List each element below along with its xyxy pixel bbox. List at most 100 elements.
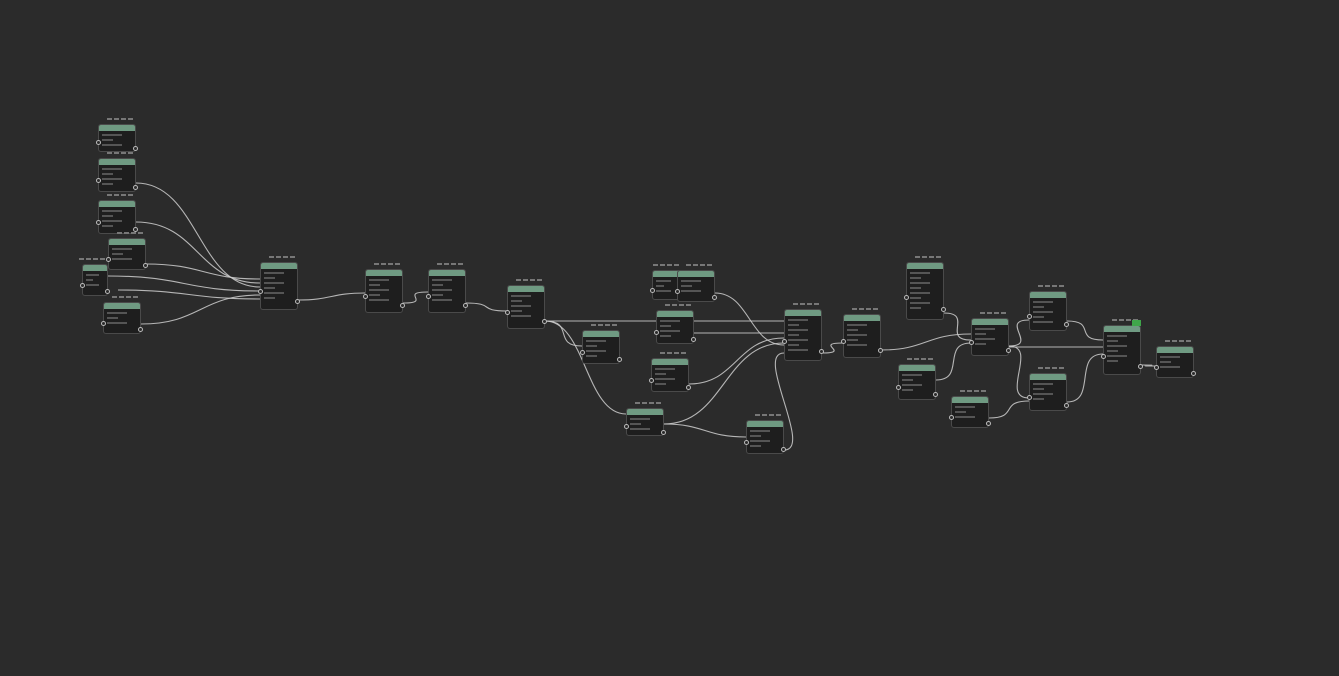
input-port[interactable] <box>96 220 101 225</box>
node-toolbar-icon[interactable] <box>612 324 617 326</box>
node-toolbar-icon[interactable] <box>290 256 295 258</box>
output-port[interactable] <box>1006 348 1011 353</box>
node-header[interactable] <box>1104 326 1140 332</box>
node-toolbar-icon[interactable] <box>980 312 985 314</box>
node-toolbar-icon[interactable] <box>665 304 670 306</box>
node-header[interactable] <box>678 271 714 277</box>
input-port[interactable] <box>969 340 974 345</box>
output-port[interactable] <box>105 289 110 294</box>
graph-node[interactable] <box>1027 367 1069 411</box>
node-toolbar[interactable] <box>1038 367 1064 369</box>
node-header[interactable] <box>627 409 663 415</box>
node-toolbar-icon[interactable] <box>700 264 705 266</box>
node-toolbar-icon[interactable] <box>1045 367 1050 369</box>
node-toolbar-icon[interactable] <box>649 402 654 404</box>
node-toolbar-icon[interactable] <box>674 352 679 354</box>
node-toolbar-icon[interactable] <box>458 263 463 265</box>
graph-node[interactable] <box>782 303 824 361</box>
node-header[interactable] <box>83 265 107 271</box>
node-header[interactable] <box>785 310 821 316</box>
output-port[interactable] <box>1138 364 1143 369</box>
node-toolbar-icon[interactable] <box>269 256 274 258</box>
node-toolbar-icon[interactable] <box>114 152 119 154</box>
node-toolbar-icon[interactable] <box>642 402 647 404</box>
node-header[interactable] <box>652 359 688 365</box>
node-toolbar-icon[interactable] <box>915 256 920 258</box>
node-toolbar-icon[interactable] <box>967 390 972 392</box>
node-header[interactable] <box>972 319 1008 325</box>
input-port[interactable] <box>896 385 901 390</box>
node-toolbar-icon[interactable] <box>1112 319 1117 321</box>
graph-node[interactable] <box>969 312 1011 356</box>
node-toolbar[interactable] <box>107 152 133 154</box>
node-toolbar-icon[interactable] <box>686 304 691 306</box>
graph-node[interactable] <box>896 358 938 400</box>
graph-node[interactable] <box>1154 340 1196 378</box>
node-toolbar-icon[interactable] <box>114 118 119 120</box>
node-toolbar-icon[interactable] <box>516 279 521 281</box>
input-port[interactable] <box>96 178 101 183</box>
node-toolbar[interactable] <box>591 324 617 326</box>
input-port[interactable] <box>1101 354 1106 359</box>
node-toolbar[interactable] <box>437 263 463 265</box>
node-toolbar-icon[interactable] <box>100 258 105 260</box>
node-toolbar-icon[interactable] <box>117 232 122 234</box>
node-toolbar-icon[interactable] <box>283 256 288 258</box>
node-toolbar-icon[interactable] <box>138 232 143 234</box>
node-toolbar-icon[interactable] <box>1052 285 1057 287</box>
node-toolbar[interactable] <box>755 414 781 416</box>
output-port[interactable] <box>781 447 786 452</box>
output-port[interactable] <box>463 303 468 308</box>
node-header[interactable] <box>99 159 135 165</box>
node-toolbar-icon[interactable] <box>437 263 442 265</box>
node-toolbar-icon[interactable] <box>1186 340 1191 342</box>
node-toolbar-icon[interactable] <box>1045 285 1050 287</box>
output-port[interactable] <box>1064 322 1069 327</box>
node-toolbar-icon[interactable] <box>128 152 133 154</box>
node-toolbar-icon[interactable] <box>707 264 712 266</box>
node-toolbar[interactable] <box>793 303 819 305</box>
node-toolbar-icon[interactable] <box>693 264 698 266</box>
node-toolbar-icon[interactable] <box>686 264 691 266</box>
node-toolbar[interactable] <box>107 194 133 196</box>
output-port[interactable] <box>1064 403 1069 408</box>
node-toolbar-icon[interactable] <box>929 256 934 258</box>
node-toolbar-icon[interactable] <box>537 279 542 281</box>
output-port[interactable] <box>295 299 300 304</box>
input-port[interactable] <box>1154 365 1159 370</box>
node-toolbar-icon[interactable] <box>388 263 393 265</box>
output-port[interactable] <box>941 307 946 312</box>
node-header[interactable] <box>1030 292 1066 298</box>
output-port[interactable] <box>686 385 691 390</box>
node-toolbar-icon[interactable] <box>79 258 84 260</box>
graph-node[interactable] <box>624 402 666 436</box>
node-toolbar-icon[interactable] <box>121 152 126 154</box>
node-toolbar-icon[interactable] <box>93 258 98 260</box>
input-port[interactable] <box>363 294 368 299</box>
node-toolbar-icon[interactable] <box>667 352 672 354</box>
node-toolbar-icon[interactable] <box>374 263 379 265</box>
input-port[interactable] <box>624 424 629 429</box>
node-toolbar-icon[interactable] <box>769 414 774 416</box>
node-toolbar-icon[interactable] <box>928 358 933 360</box>
input-port[interactable] <box>782 339 787 344</box>
node-toolbar-icon[interactable] <box>635 402 640 404</box>
node-header[interactable] <box>583 331 619 337</box>
input-port[interactable] <box>949 415 954 420</box>
node-toolbar[interactable] <box>112 296 138 298</box>
input-port[interactable] <box>580 350 585 355</box>
node-header[interactable] <box>508 286 544 292</box>
graph-node[interactable] <box>675 264 717 302</box>
node-toolbar-icon[interactable] <box>1172 340 1177 342</box>
graph-node[interactable] <box>505 279 547 329</box>
node-toolbar-icon[interactable] <box>107 194 112 196</box>
input-port[interactable] <box>744 440 749 445</box>
node-toolbar-icon[interactable] <box>656 402 661 404</box>
node-toolbar[interactable] <box>907 358 933 360</box>
node-toolbar-icon[interactable] <box>1126 319 1131 321</box>
node-toolbar-icon[interactable] <box>381 263 386 265</box>
node-toolbar[interactable] <box>107 118 133 120</box>
node-header[interactable] <box>104 303 140 309</box>
node-header[interactable] <box>99 201 135 207</box>
node-toolbar-icon[interactable] <box>1038 285 1043 287</box>
